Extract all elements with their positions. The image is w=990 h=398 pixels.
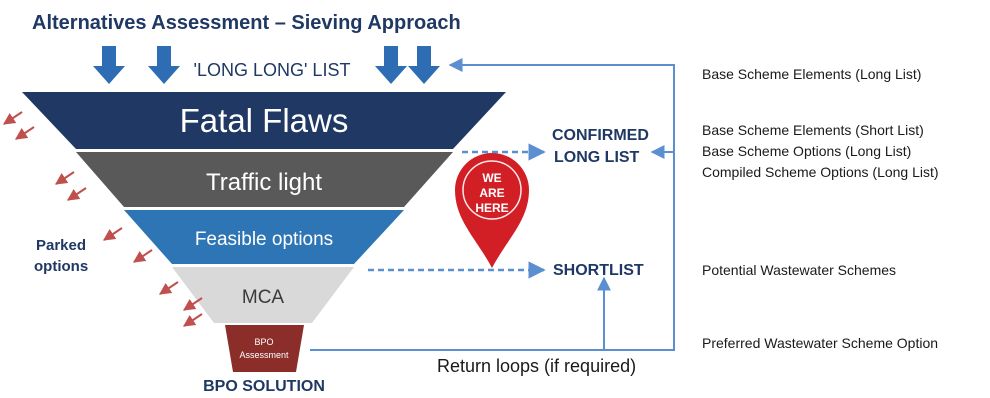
parked-arrow-icon (133, 249, 153, 263)
fatal-flaws-label: Fatal Flaws (180, 102, 349, 139)
right-label-base-long: Base Scheme Elements (Long List) (702, 66, 922, 82)
right-label-preferred: Preferred Wastewater Scheme Option (702, 335, 939, 351)
parked-arrow-icon (15, 126, 35, 140)
parked-arrow-icon (55, 171, 75, 185)
marker-line3-label: HERE (475, 201, 508, 215)
funnel-bpo-assessment (225, 325, 304, 372)
funnel-fatal-flaws (22, 92, 506, 149)
parked-arrow-icon (159, 281, 179, 295)
feasible-options-label: Feasible options (195, 229, 333, 250)
long-long-list-label: 'LONG LONG' LIST (194, 60, 351, 80)
bpo-line1-label: BPO (254, 337, 273, 347)
funnel-mca (172, 267, 354, 323)
bpo-line2-label: Assessment (239, 350, 289, 360)
right-label-base-short: Base Scheme Elements (Short List) (702, 122, 924, 138)
parked-arrow-icon (3, 111, 23, 125)
confirmed-line2-label: LONG LIST (554, 149, 640, 166)
funnel-feasible-options (124, 210, 404, 264)
diagram-title: Alternatives Assessment – Sieving Approa… (32, 12, 461, 34)
parked-arrow-icon (183, 297, 203, 311)
down-arrow-icon (375, 46, 407, 84)
right-label-options-long: Base Scheme Options (Long List) (702, 143, 912, 159)
parked-arrow-icon (103, 227, 123, 241)
shortlist-label: SHORTLIST (553, 262, 644, 279)
marker-line1-label: WE (482, 171, 501, 185)
traffic-light-label: Traffic light (206, 169, 322, 196)
mca-label: MCA (242, 287, 285, 308)
parked-arrow-icon (67, 187, 87, 201)
return-loop-main (310, 58, 675, 351)
confirmed-line1-label: CONFIRMED (552, 127, 649, 144)
bpo-solution-label: BPO SOLUTION (203, 378, 325, 395)
parked-line2-label: options (34, 258, 88, 275)
down-arrow-icon (93, 46, 125, 84)
parked-line1-label: Parked (36, 237, 86, 254)
marker-line2-label: ARE (479, 186, 504, 200)
right-label-compiled-long: Compiled Scheme Options (Long List) (702, 164, 939, 180)
parked-arrows (3, 111, 203, 327)
down-arrow-icon (408, 46, 440, 84)
return-loop-lines (310, 58, 675, 351)
down-arrow-icon (148, 46, 180, 84)
right-label-potential: Potential Wastewater Schemes (702, 262, 897, 278)
we-are-here-pin-icon (455, 153, 529, 268)
return-loops-label: Return loops (if required) (437, 356, 636, 376)
funnel-traffic-light (76, 152, 453, 207)
parked-arrow-icon (183, 313, 203, 327)
input-arrows (93, 46, 440, 84)
